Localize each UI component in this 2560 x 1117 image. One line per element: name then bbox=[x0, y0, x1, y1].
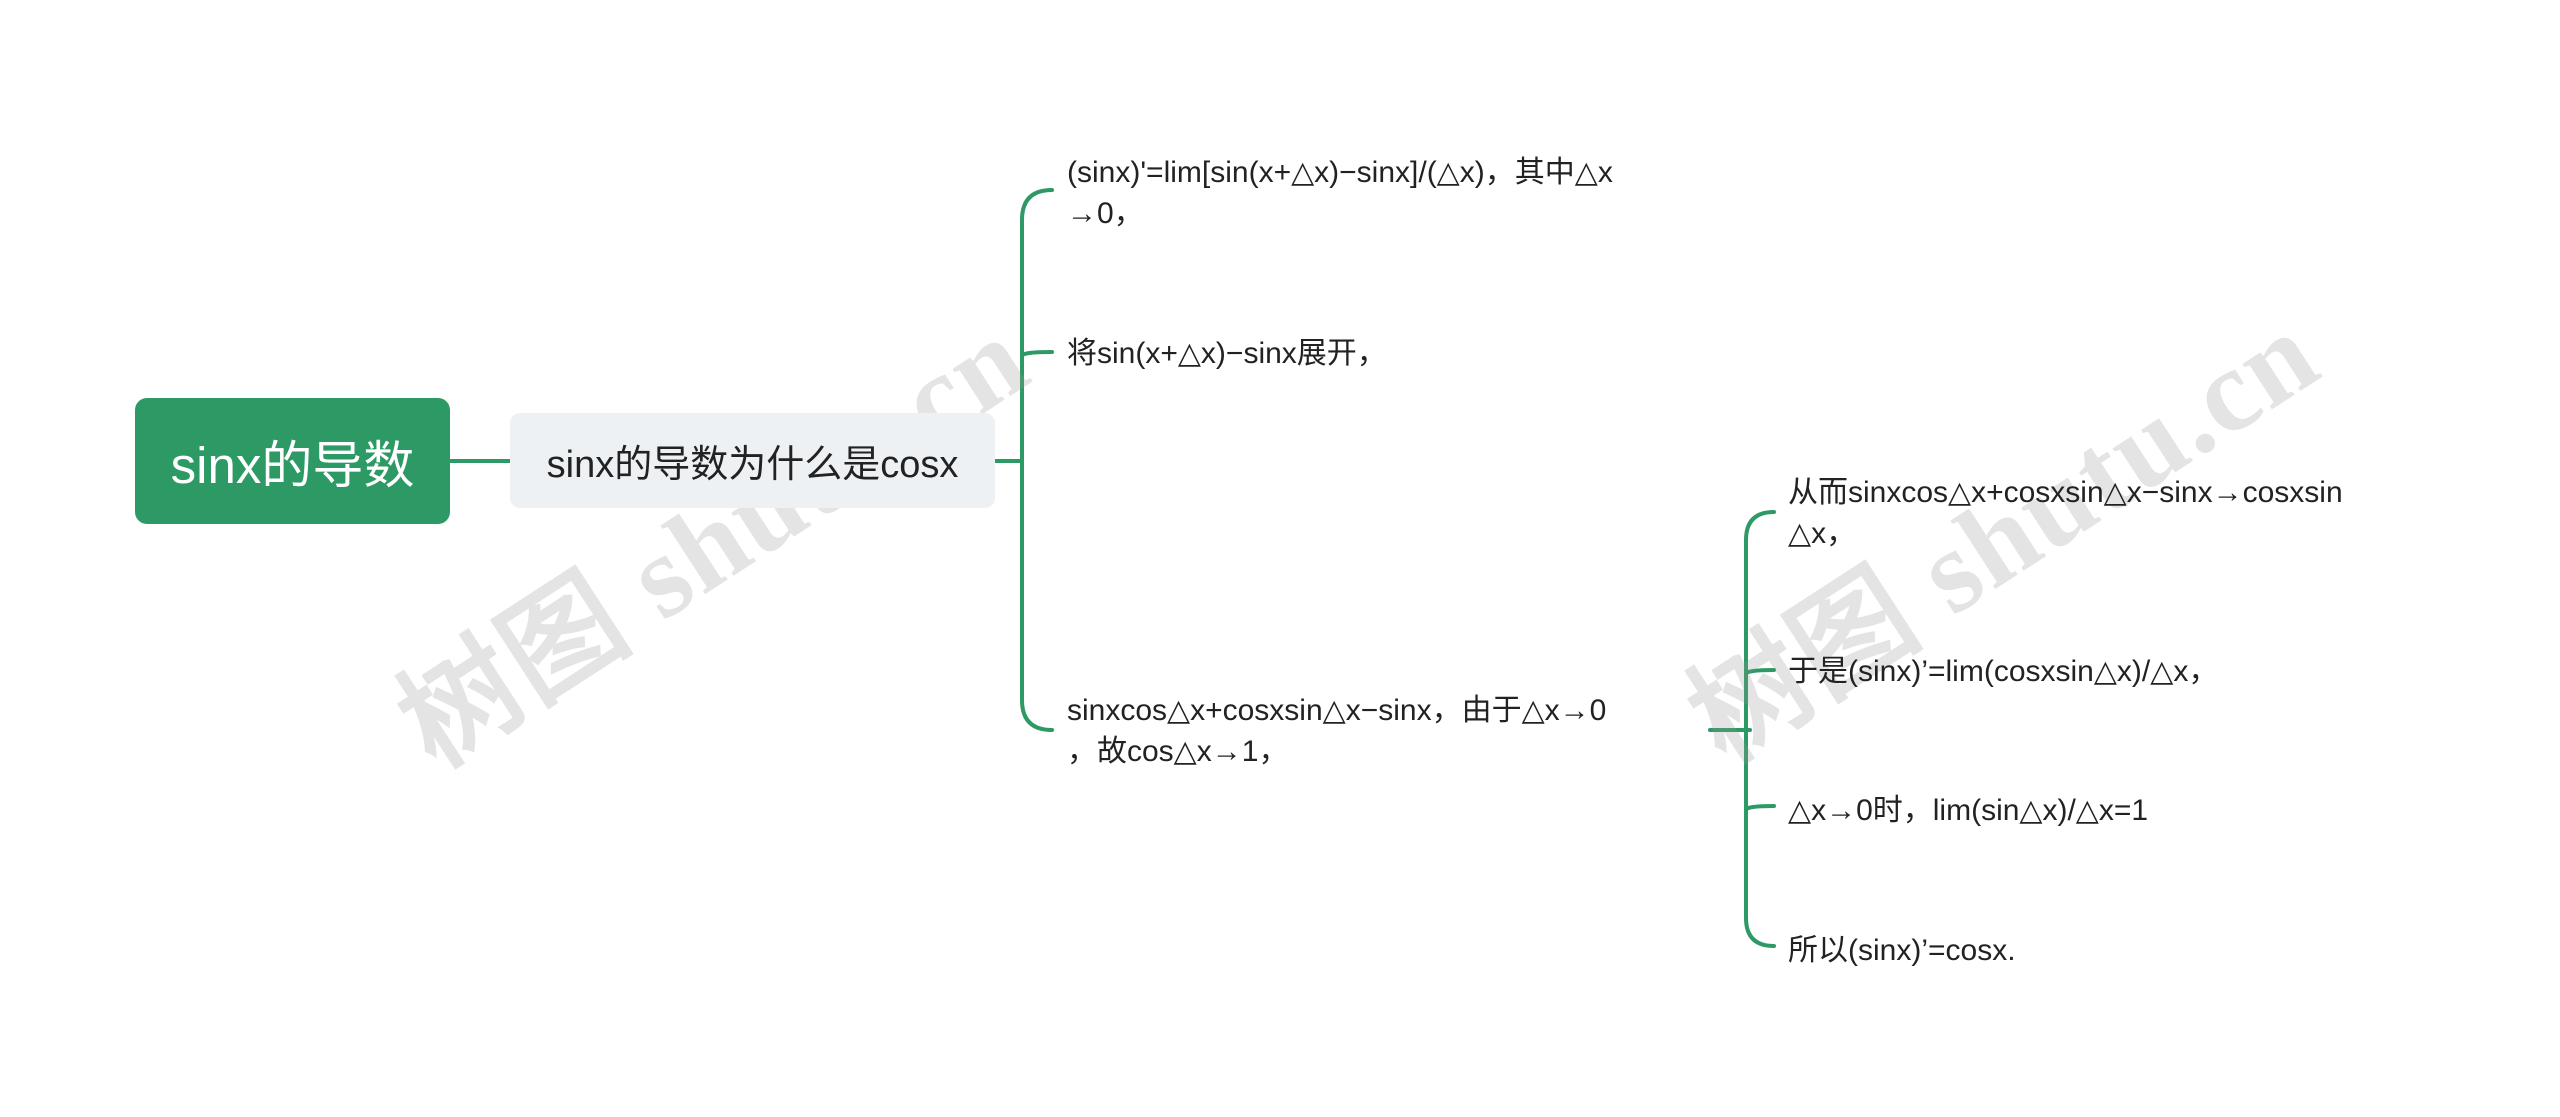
sub-topic-conclusion[interactable]: 所以(sinx)’=cosx. bbox=[1788, 930, 2016, 971]
branch-topic-expansion-result[interactable]: sinxcos△x+cosxsin△x−sinx，由于△x→0 ，故cos△x→… bbox=[1067, 690, 1606, 772]
branch-topic-limit-definition[interactable]: (sinx)'=lim[sin(x+△x)−sinx]/(△x)，其中△x →0… bbox=[1067, 152, 1613, 234]
root-topic[interactable]: sinx的导数 bbox=[135, 398, 450, 524]
branch-topic-expand[interactable]: 将sin(x+△x)−sinx展开， bbox=[1067, 333, 1387, 374]
branch-topic-line: →0， bbox=[1067, 197, 1144, 230]
sub-topic-line: △x→0时，lim(sin△x)/△x=1 bbox=[1788, 794, 2149, 827]
bracket-level-1 bbox=[1020, 188, 1054, 732]
branch-topic-line: (sinx)'=lim[sin(x+△x)−sinx]/(△x)，其中△x bbox=[1067, 156, 1613, 189]
branch-topic-line: 将sin(x+△x)−sinx展开， bbox=[1067, 337, 1387, 370]
sub-topic-limit-form[interactable]: 于是(sinx)’=lim(cosxsin△x)/△x， bbox=[1788, 651, 2218, 692]
branch-topic-line: ，故cos△x→1， bbox=[1067, 735, 1289, 768]
sub-topic-line: △x， bbox=[1788, 517, 1857, 550]
connector-sub-2 bbox=[1744, 668, 1776, 676]
sub-topic-line: 于是(sinx)’=lim(cosxsin△x)/△x， bbox=[1788, 655, 2219, 688]
sub-topic-line: 从而sinxcos△x+cosxsin△x−sinx→cosxsin bbox=[1788, 476, 2343, 509]
sub-topic-standard-limit[interactable]: △x→0时，lim(sin△x)/△x=1 bbox=[1788, 790, 2148, 831]
connector-sub-3 bbox=[1744, 804, 1776, 812]
bracket-level-2 bbox=[1744, 510, 1776, 948]
sub-topic-line: 所以(sinx)’=cosx. bbox=[1788, 934, 2016, 967]
main-topic[interactable]: sinx的导数为什么是cosx bbox=[510, 413, 995, 508]
sub-topic-approximation[interactable]: 从而sinxcos△x+cosxsin△x−sinx→cosxsin △x， bbox=[1788, 472, 2343, 554]
branch-topic-line: sinxcos△x+cosxsin△x−sinx，由于△x→0 bbox=[1067, 694, 1607, 727]
connector-branch-2 bbox=[1020, 350, 1054, 358]
